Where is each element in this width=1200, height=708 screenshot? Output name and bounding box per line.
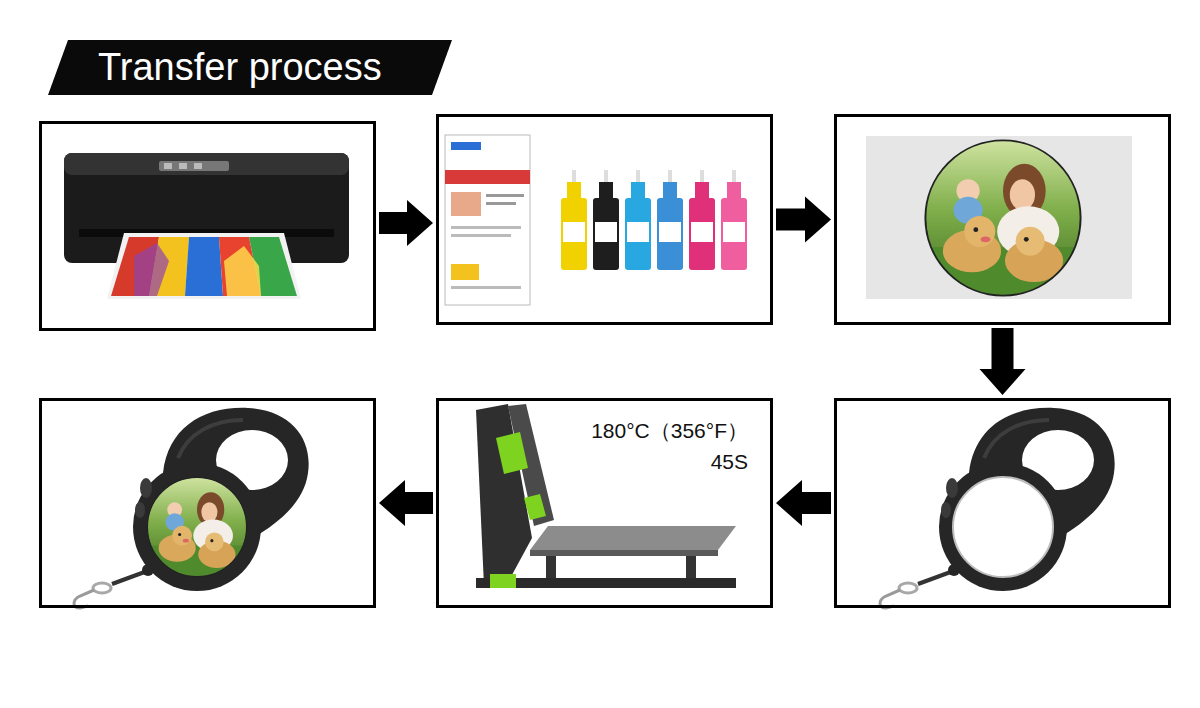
process-step-box [834, 398, 1171, 608]
diagram-title: Transfer process [98, 42, 382, 92]
finished-leash-illustration [74, 408, 309, 608]
step-label-group: 180°C（356°F）45S [591, 415, 748, 477]
process-step-box [39, 121, 376, 331]
printed-transfer-illustration [866, 136, 1132, 299]
process-step-box [436, 114, 773, 325]
flow-arrow [379, 200, 433, 246]
process-step-box [834, 114, 1171, 325]
printer-illustration [64, 153, 349, 299]
flow-arrow [379, 480, 433, 526]
title-banner [48, 40, 452, 95]
process-step-box: 180°C（356°F）45S [436, 398, 773, 608]
process-step-box [39, 398, 376, 608]
time-label: 45S [591, 446, 748, 477]
flow-arrow [776, 480, 831, 526]
flow-arrow [980, 328, 1026, 395]
flow-arrow [776, 197, 831, 243]
paper-and-ink-illustration [445, 135, 747, 305]
blank-leash-illustration [880, 408, 1115, 608]
temperature-label: 180°C（356°F） [591, 415, 748, 446]
